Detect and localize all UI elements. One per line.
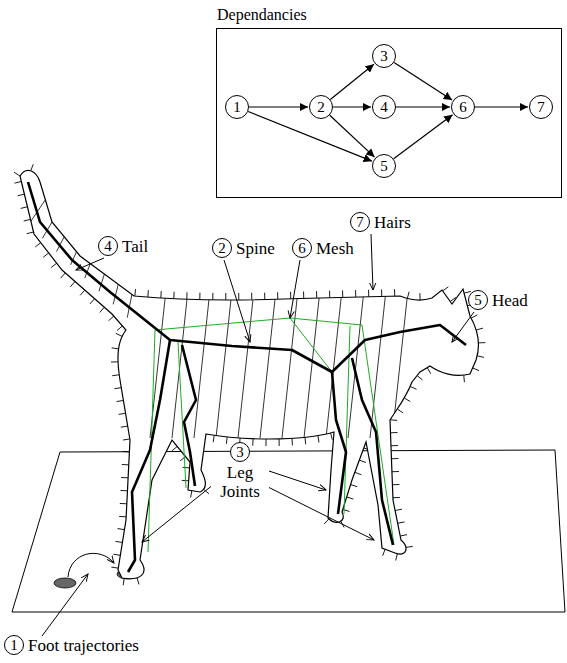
dependency-arrow [396, 106, 450, 107]
callout: 2Spine [212, 238, 276, 258]
step-number: 4 [380, 99, 388, 116]
dependency-circle: 2 [309, 95, 333, 119]
callout: 1Foot trajectories [4, 635, 140, 655]
footprint [54, 578, 76, 588]
dependency-arrow [249, 106, 308, 107]
foot-trajectory [68, 553, 114, 577]
leader-lines [42, 234, 474, 636]
part-name: Mesh [315, 239, 355, 258]
dependency-circle: 4 [372, 95, 396, 119]
dependency-circle: 5 [372, 154, 396, 178]
part-name: Foot trajectories [27, 636, 140, 655]
ground-plane [12, 450, 565, 612]
part-name: Spine [235, 239, 276, 258]
cat-outline [20, 170, 478, 578]
callout: 4Tail [98, 236, 149, 256]
step-number: 5 [380, 158, 388, 175]
dependency-arrow [475, 106, 528, 107]
dependency-arrow [330, 64, 374, 99]
callout-number: 7 [350, 212, 370, 232]
mesh-lines [28, 190, 408, 438]
dependency-circle: 1 [225, 95, 249, 119]
hairs [14, 164, 485, 585]
dependency-circle: 7 [529, 95, 553, 119]
dependency-arrow [330, 115, 375, 157]
callout-number: 2 [212, 238, 232, 258]
part-name: Tail [121, 237, 149, 256]
callout: 7Hairs [350, 212, 412, 232]
callout: 5Head [468, 290, 529, 310]
part-name: Hairs [373, 213, 412, 232]
part-name: Head [491, 291, 529, 310]
dependency-arrow [333, 106, 371, 107]
dependency-arrow [248, 111, 372, 161]
callout-number: 3 [230, 442, 250, 462]
dependency-arrow [394, 63, 452, 100]
callout: 6Mesh [292, 238, 355, 258]
step-number: 2 [317, 99, 325, 116]
callout: 3Leg Joints [208, 442, 272, 501]
step-number: 1 [233, 99, 241, 116]
callout-number: 1 [4, 635, 24, 655]
callout-number: 4 [98, 236, 118, 256]
callout-number: 5 [468, 290, 488, 310]
dependency-box: Dependancies1234567 [216, 28, 562, 198]
step-number: 7 [537, 99, 545, 116]
dependency-circle: 3 [372, 44, 396, 68]
skeleton [28, 182, 466, 572]
dependency-arrow [394, 115, 453, 159]
step-number: 3 [380, 48, 388, 65]
part-name: Leg Joints [211, 463, 269, 501]
leg-guides [148, 318, 394, 552]
dependency-circle: 6 [451, 95, 475, 119]
diagram-title: Dependancies [217, 6, 307, 24]
step-number: 6 [459, 99, 467, 116]
callout-number: 6 [292, 238, 312, 258]
